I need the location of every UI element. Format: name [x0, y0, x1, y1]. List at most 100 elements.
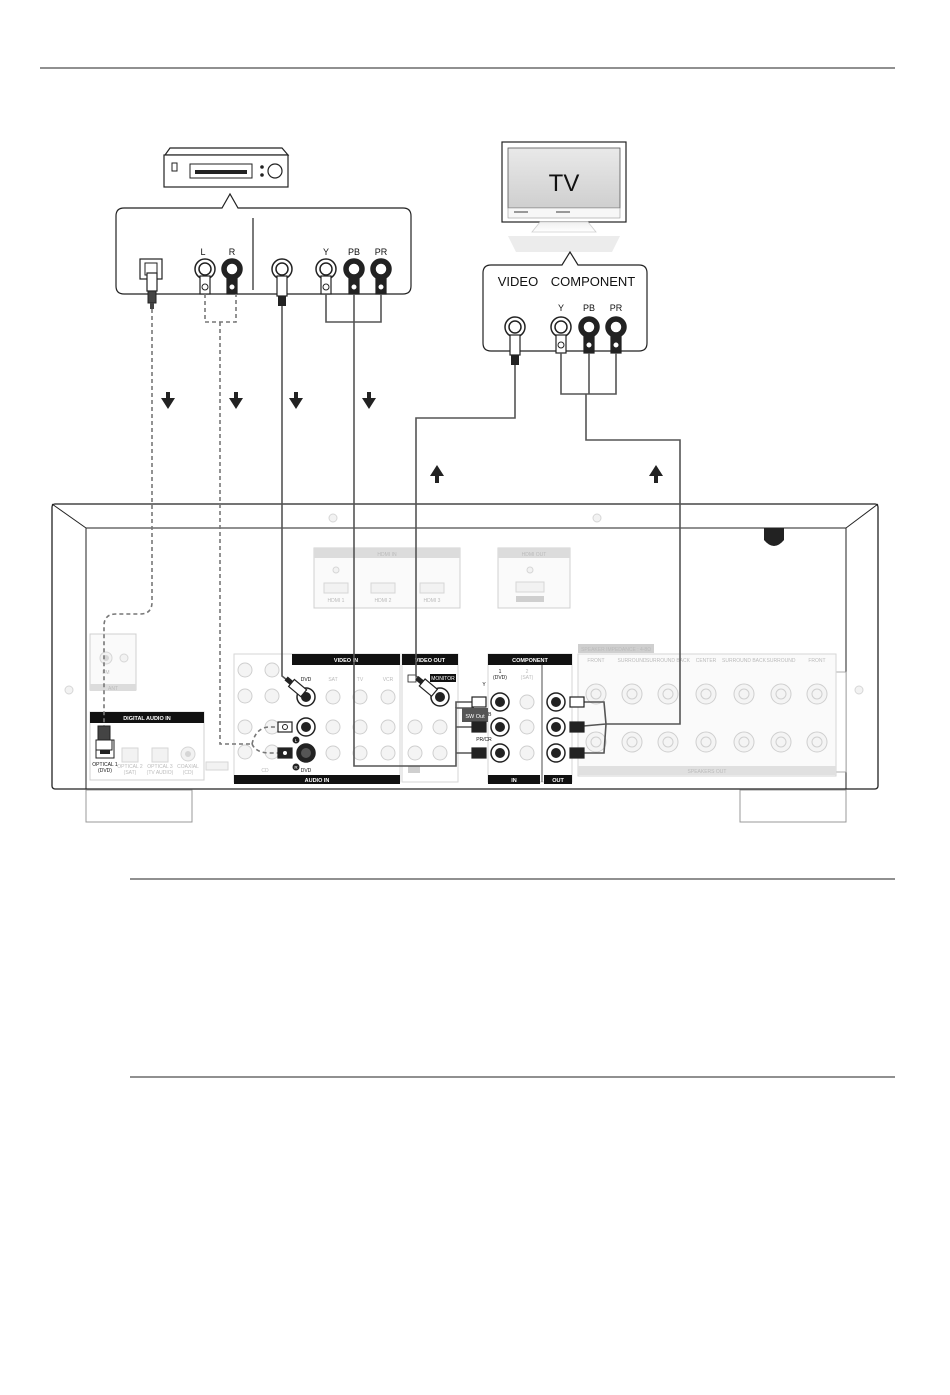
svg-text:SURROUND BACK: SURROUND BACK [646, 658, 691, 664]
svg-text:SAT: SAT [328, 677, 337, 683]
svg-text:IN: IN [511, 778, 517, 784]
tv-icon [501, 141, 627, 252]
svg-text:OPTICAL 1: OPTICAL 1 [92, 762, 118, 768]
svg-text:CENTER: CENTER [696, 658, 717, 664]
svg-text:FM: FM [102, 670, 109, 676]
svg-text:SPEAKER IMPEDANCE : 4-8Ω: SPEAKER IMPEDANCE : 4-8Ω [581, 647, 651, 653]
tv-comp-y-label: Y [558, 303, 564, 313]
svg-text:HDMI OUT: HDMI OUT [522, 552, 547, 558]
svg-text:SURROUND: SURROUND [618, 658, 647, 664]
dvd-comp-y-label: Y [323, 247, 329, 257]
dvd-audio-r-plug [226, 275, 238, 295]
down-arrow-icon [229, 392, 243, 409]
svg-text:COMPONENT: COMPONENT [512, 658, 548, 664]
rs232-port [205, 761, 229, 771]
tv-comp-y-jack [550, 316, 572, 354]
optical-plug-receiver [95, 725, 113, 751]
sw-out-badge: SW Out [462, 708, 488, 722]
audio-cable-run [219, 322, 252, 745]
svg-text:(DVD): (DVD) [98, 768, 112, 774]
tv-label: TV [549, 170, 580, 197]
svg-text:VCR: VCR [383, 677, 394, 683]
component-out-cable-run [585, 394, 681, 725]
tv-component-label: COMPONENT [551, 274, 636, 289]
dvd-audio-r-label: R [229, 247, 236, 257]
svg-text:SPEAKERS OUT: SPEAKERS OUT [688, 769, 727, 775]
svg-text:OPTICAL 3: OPTICAL 3 [147, 764, 173, 770]
audio-cable-l [251, 726, 284, 745]
svg-text:HDMI 2: HDMI 2 [375, 598, 392, 604]
comp-out-plugs-receiver [569, 696, 585, 759]
receiver-monitor-out-jack [430, 687, 450, 707]
svg-text:SURROUND: SURROUND [767, 658, 796, 664]
svg-text:VIDEO IN: VIDEO IN [334, 658, 358, 664]
speaker-terminals [585, 683, 828, 753]
svg-text:(DVD): (DVD) [493, 675, 507, 681]
svg-text:HDMI 3: HDMI 3 [424, 598, 441, 604]
down-arrow-icon [362, 392, 376, 409]
svg-text:Y: Y [482, 682, 486, 688]
audio-r-plug-receiver [277, 747, 293, 759]
monitor-plug-receiver [415, 676, 439, 698]
dvd-audio-l-plug [199, 275, 211, 295]
tv-comp-pb-jack [578, 316, 600, 354]
svg-text:(SAT): (SAT) [521, 675, 534, 681]
svg-text:(TV AUDIO): (TV AUDIO) [147, 770, 174, 776]
dvd-player-icon [163, 147, 290, 188]
receiver-comp-in-pb-jack [490, 717, 510, 737]
dvd-comp-y-jack [315, 258, 337, 295]
dvd-rear-panel [115, 192, 412, 295]
receiver-audio-in-dvd-r-jack [296, 743, 316, 763]
audio-cable-r [251, 743, 284, 754]
audio-in-dvd-label: DVD [301, 768, 312, 774]
tv-comp-pr-label: PR [610, 303, 623, 313]
dvd-comp-pb-label: PB [348, 247, 360, 257]
receiver-comp-out-pb-jack [546, 717, 566, 737]
up-arrow-icon [430, 465, 444, 483]
dvd-video-plug [276, 275, 288, 306]
svg-text:DIGITAL AUDIO IN: DIGITAL AUDIO IN [123, 716, 171, 722]
audio-cable [204, 294, 237, 323]
component-out-cable-bundle [560, 353, 617, 395]
ghost-jacks-video-in [237, 662, 396, 761]
audio-l-plug-receiver [277, 721, 293, 733]
svg-text:1: 1 [499, 669, 502, 675]
receiver-comp-in-y-jack [490, 692, 510, 712]
svg-text:OPTICAL 2: OPTICAL 2 [117, 764, 143, 770]
monitor-label: MONITOR [431, 676, 455, 682]
receiver-comp-in-pr-jack [490, 743, 510, 763]
monitor-badge [430, 674, 456, 682]
optical-cable [103, 309, 153, 740]
svg-text:2: 2 [526, 669, 529, 675]
dvd-video-out-jack [271, 258, 293, 280]
svg-text:VIDEO OUT: VIDEO OUT [415, 658, 446, 664]
tv-video-label: VIDEO [498, 274, 538, 289]
svg-text:HDMI IN: HDMI IN [377, 552, 397, 558]
svg-text:AUDIO IN: AUDIO IN [305, 778, 330, 784]
svg-text:OUT: OUT [552, 778, 564, 784]
dvd-comp-pb-jack [343, 258, 365, 295]
svg-text:SURROUND BACK: SURROUND BACK [722, 658, 767, 664]
audio-r-mark: R [292, 763, 300, 771]
dvd-comp-pr-label: PR [375, 247, 388, 257]
dvd-audio-l-label: L [200, 247, 205, 257]
svg-text:SW Out: SW Out [465, 714, 485, 720]
svg-text:TV: TV [357, 677, 364, 683]
svg-text:FRONT: FRONT [808, 658, 825, 664]
component-in-cable-run [353, 322, 474, 767]
svg-text:(CD): (CD) [183, 770, 194, 776]
svg-text:PR/CR: PR/CR [476, 737, 492, 743]
dvd-optical-plug [146, 272, 158, 309]
down-arrow-icon [161, 392, 175, 409]
tv-comp-pb-label: PB [583, 303, 595, 313]
svg-text:L: L [295, 738, 298, 743]
svg-text:HDMI 1: HDMI 1 [328, 598, 345, 604]
hdmi-in-block: HDMI IN HDMI 1 HDMI 2 HDMI 3 [313, 547, 461, 609]
comp-in-plugs-receiver [471, 696, 487, 759]
svg-text:R: R [294, 765, 298, 770]
svg-text:ANT: ANT [108, 686, 118, 692]
tv-video-in-jack [504, 316, 526, 365]
antenna-block: FM ANT [89, 633, 137, 692]
svg-text:(SAT): (SAT) [124, 770, 137, 776]
